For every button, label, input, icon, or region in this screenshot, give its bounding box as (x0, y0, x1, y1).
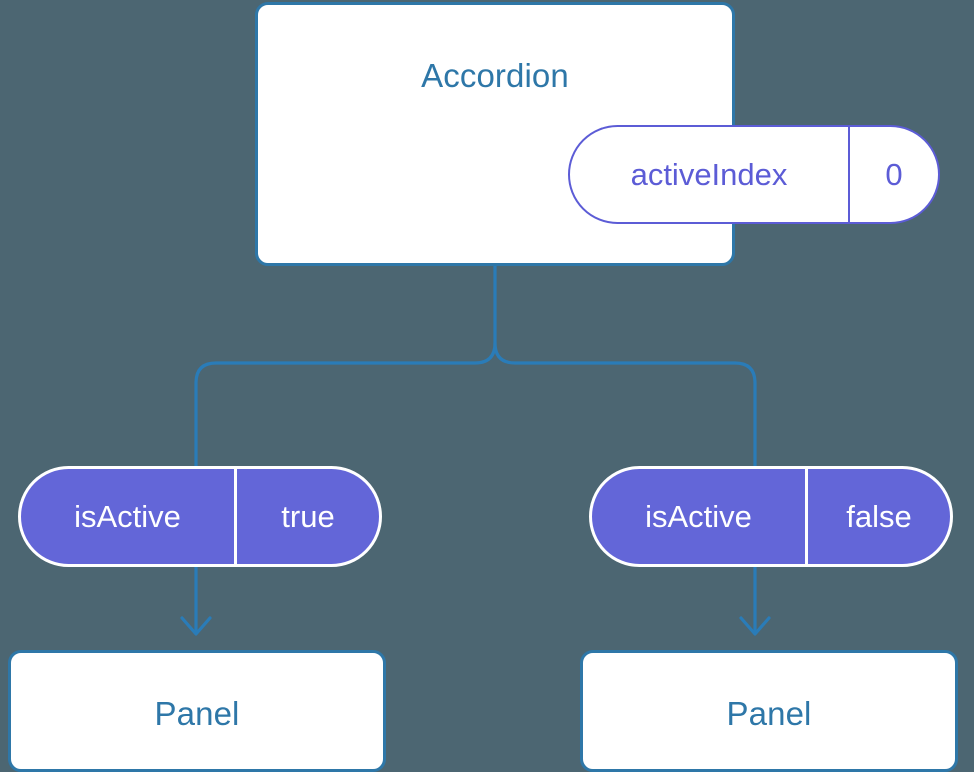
panel-node-right[interactable]: Panel (580, 650, 958, 772)
accordion-component-node[interactable]: Accordion activeIndex 0 (255, 2, 940, 266)
panel-node-left[interactable]: Panel (8, 650, 386, 772)
panel-right-title: Panel (726, 695, 812, 732)
accordion-state-value: 0 (848, 127, 938, 222)
branch-left-state-key: isActive (74, 498, 181, 534)
accordion-node-title: Accordion (421, 57, 569, 94)
arrow-right-pill-to-panel (739, 565, 771, 636)
accordion-state-key: activeIndex (630, 156, 788, 192)
edge-accordion-to-branches (194, 264, 497, 468)
branch-left-isactive-pill[interactable]: isActive true (18, 466, 382, 567)
edge-accordion-to-branch-right (493, 341, 757, 468)
branch-left-state-value: true (234, 469, 379, 564)
panel-left-title: Panel (154, 695, 240, 732)
accordion-state-pill[interactable]: activeIndex 0 (568, 125, 940, 224)
branch-right-state-value: false (805, 469, 950, 564)
branch-right-isactive-pill[interactable]: isActive false (589, 466, 953, 567)
arrow-left-pill-to-panel (180, 565, 212, 636)
branch-right-state-key: isActive (645, 498, 752, 534)
